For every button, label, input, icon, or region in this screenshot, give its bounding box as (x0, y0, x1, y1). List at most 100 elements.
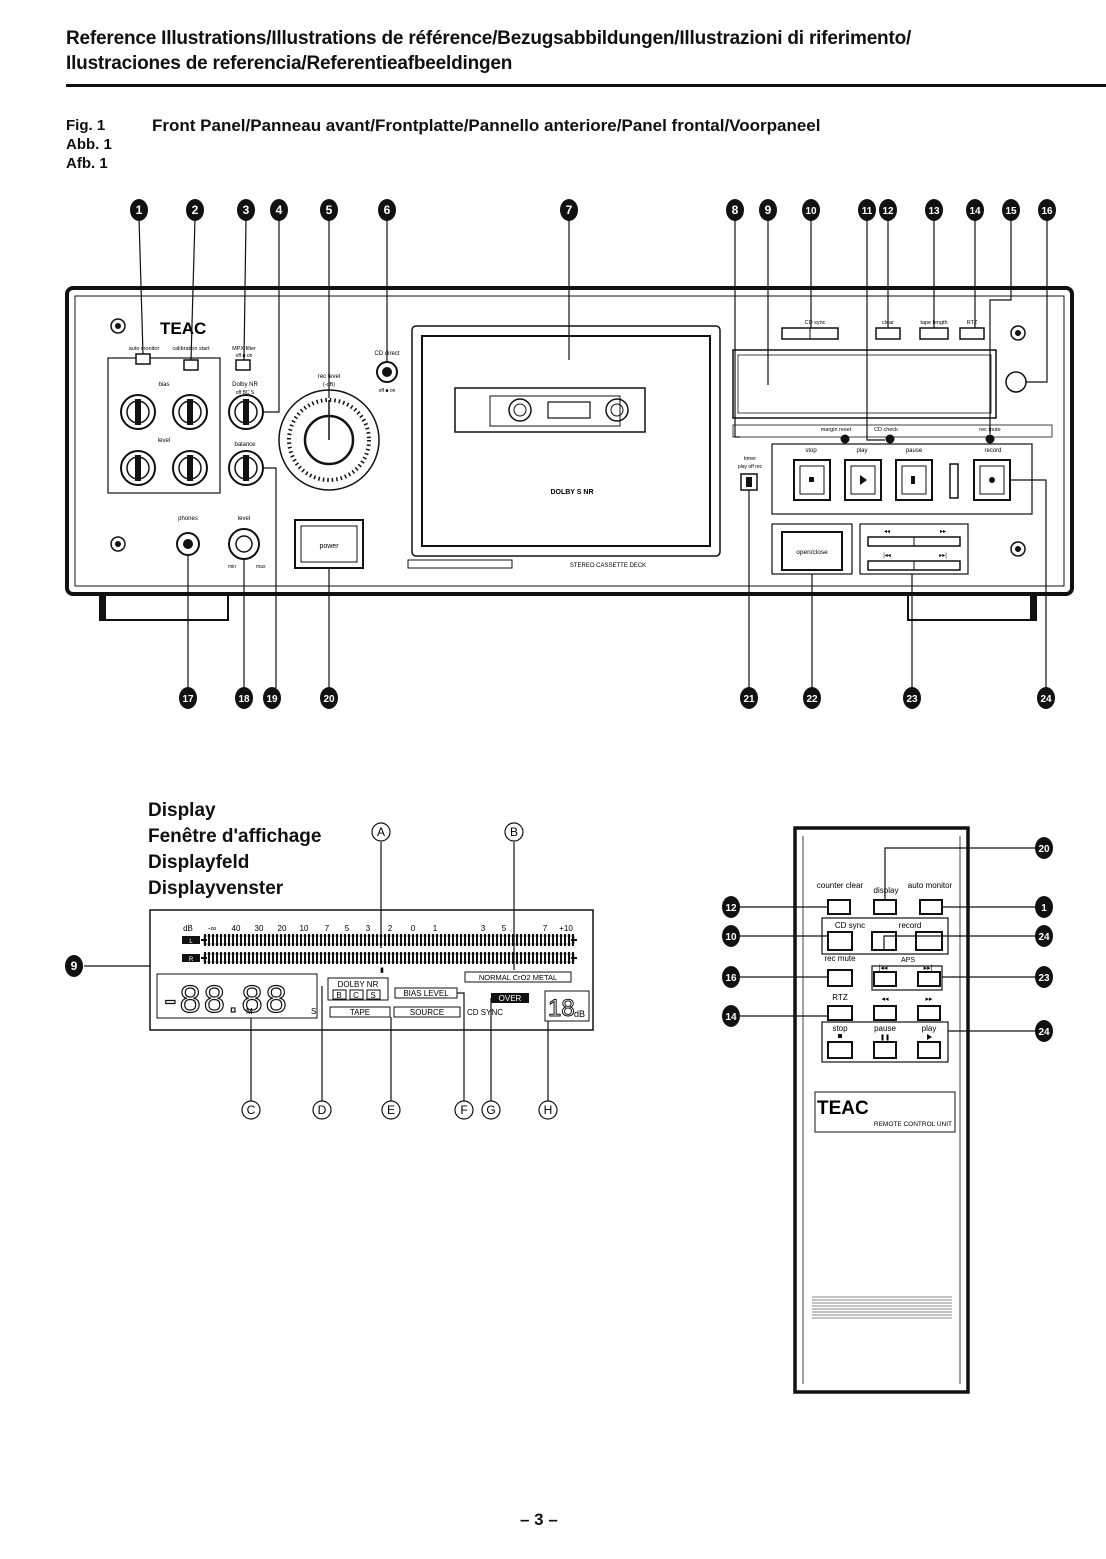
remote-record-button[interactable] (915, 931, 943, 951)
callout-16: 16 (1038, 199, 1056, 221)
dolby-b-indicator: B (336, 991, 341, 1000)
channel-r-label: R (189, 957, 194, 963)
calibration-start-button[interactable] (183, 359, 199, 371)
remote-auto-monitor-button[interactable] (919, 899, 943, 915)
remote-rew-button[interactable] (873, 1005, 897, 1021)
callout-10: 10 (802, 199, 820, 221)
record-icon (989, 477, 995, 483)
auto-monitor-button[interactable] (135, 353, 151, 365)
rec-mute-button[interactable] (985, 434, 995, 444)
dolby-logo-strip (407, 559, 513, 569)
svg-text:G: G (486, 1103, 495, 1117)
remote-ff-button[interactable] (917, 1005, 941, 1021)
bias-knob-right[interactable] (172, 394, 208, 430)
remote-stop-icon (838, 1034, 842, 1038)
right-foot (907, 591, 1037, 621)
record-button[interactable] (973, 459, 1011, 501)
pause-icon (911, 476, 915, 484)
rtz-button[interactable] (959, 327, 985, 340)
phones-level-knob[interactable] (228, 528, 260, 560)
svg-text:6: 6 (384, 203, 391, 217)
callout-c: C (241, 1100, 261, 1120)
svg-text:3: 3 (481, 924, 486, 933)
auto-monitor-label: auto monitor (129, 346, 160, 352)
figure-title: Front Panel/Panneau avant/Frontplatte/Pa… (152, 116, 821, 135)
min-label: min (228, 564, 236, 570)
dolby-c-indicator: C (353, 991, 359, 1000)
stop-icon (809, 477, 814, 482)
callout-h: H (538, 1100, 558, 1120)
svg-text:4: 4 (276, 203, 283, 217)
callout-9-display: 9 (65, 955, 83, 977)
svg-text:24: 24 (1040, 694, 1052, 705)
remote-callout-24a: 24 (1035, 925, 1053, 947)
margin-reset-button[interactable] (840, 434, 850, 444)
pause-button[interactable] (895, 459, 933, 501)
seconds-label: S (311, 1007, 316, 1016)
skip-forward-icon: ▸▸| (939, 553, 947, 559)
remote-rec-mute-button[interactable] (827, 969, 853, 987)
remote-aps-forward-button[interactable] (917, 971, 941, 987)
stop-button[interactable] (793, 459, 831, 501)
svg-text:13: 13 (928, 206, 940, 217)
svg-text:0: 0 (411, 924, 416, 933)
display-heading-nl: Displayvenster (148, 878, 284, 899)
dolby-nr-indicator: DOLBY NR (338, 980, 379, 989)
level-knob-left[interactable] (120, 450, 156, 486)
tape-indicator: TAPE (350, 1008, 370, 1017)
svg-text:8: 8 (732, 203, 739, 217)
tape-length-button[interactable] (919, 327, 949, 340)
skip-back-icon: |◂◂ (883, 553, 891, 559)
remote-stop-button[interactable] (827, 1041, 853, 1059)
callout-23: 23 (903, 687, 921, 709)
remote-skip-back-icon: |◂◂ (879, 965, 888, 972)
open-close-button[interactable] (781, 531, 843, 571)
remote-aps-back-button[interactable] (873, 971, 897, 987)
remote-unit-label: REMOTE CONTROL UNIT (874, 1121, 952, 1128)
svg-text:23: 23 (1038, 973, 1050, 984)
db-scale: dB -∞ 40 30 20 10 7 5 3 2 0 1 3 5 7 +10 (183, 924, 573, 933)
callout-21: 21 (740, 687, 758, 709)
callout-4: 4 (270, 199, 288, 221)
dolby-nr-selector[interactable] (228, 394, 264, 430)
svg-text:12: 12 (882, 206, 894, 217)
play-button[interactable] (844, 459, 882, 501)
balance-knob[interactable] (228, 450, 264, 486)
open-close-label: open/close (796, 549, 828, 556)
channel-l-marker (182, 936, 200, 944)
remote-play-button[interactable] (917, 1041, 941, 1059)
phones-jack-icon[interactable] (176, 532, 200, 556)
remote-cd-sync-button[interactable] (827, 931, 853, 951)
svg-text:19: 19 (266, 694, 278, 705)
remote-counter-clear-button[interactable] (827, 899, 851, 915)
remote-rew-icon: ◂◂ (881, 996, 889, 1003)
cd-check-button[interactable] (885, 434, 895, 444)
remote-stop-label: stop (832, 1024, 848, 1033)
remote-rtz-button[interactable] (827, 1005, 853, 1021)
svg-text:3: 3 (366, 924, 371, 933)
remote-pause-button[interactable] (873, 1041, 897, 1059)
clear-button[interactable] (875, 327, 901, 340)
mpx-filter-button[interactable] (235, 359, 251, 371)
remote-rec-mute-label: rec mute (824, 954, 856, 963)
callout-22: 22 (803, 687, 821, 709)
remote-pause-label: pause (874, 1024, 896, 1033)
header-line-1: Reference Illustrations/Illustrations de… (66, 28, 912, 49)
remote-callouts: 12 10 16 14 20 1 24 23 24 (722, 837, 1053, 1042)
transport-group (771, 443, 1033, 515)
remote-display-button[interactable] (873, 899, 897, 915)
callout-14: 14 (966, 199, 984, 221)
power-button[interactable] (294, 519, 364, 569)
meter-r (201, 952, 577, 964)
cd-direct-knob[interactable] (376, 361, 398, 383)
bias-knob-left[interactable] (120, 394, 156, 430)
rec-level-dial[interactable] (278, 389, 380, 491)
svg-text:10: 10 (805, 206, 817, 217)
remote-leader-lines (740, 847, 1035, 1032)
remote-callout-24b: 24 (1035, 1020, 1053, 1042)
svg-text:A: A (377, 825, 385, 839)
screw-icon (1010, 541, 1026, 557)
cassette-window (454, 387, 646, 433)
level-knob-right[interactable] (172, 450, 208, 486)
db-unit: dB (574, 1009, 585, 1019)
